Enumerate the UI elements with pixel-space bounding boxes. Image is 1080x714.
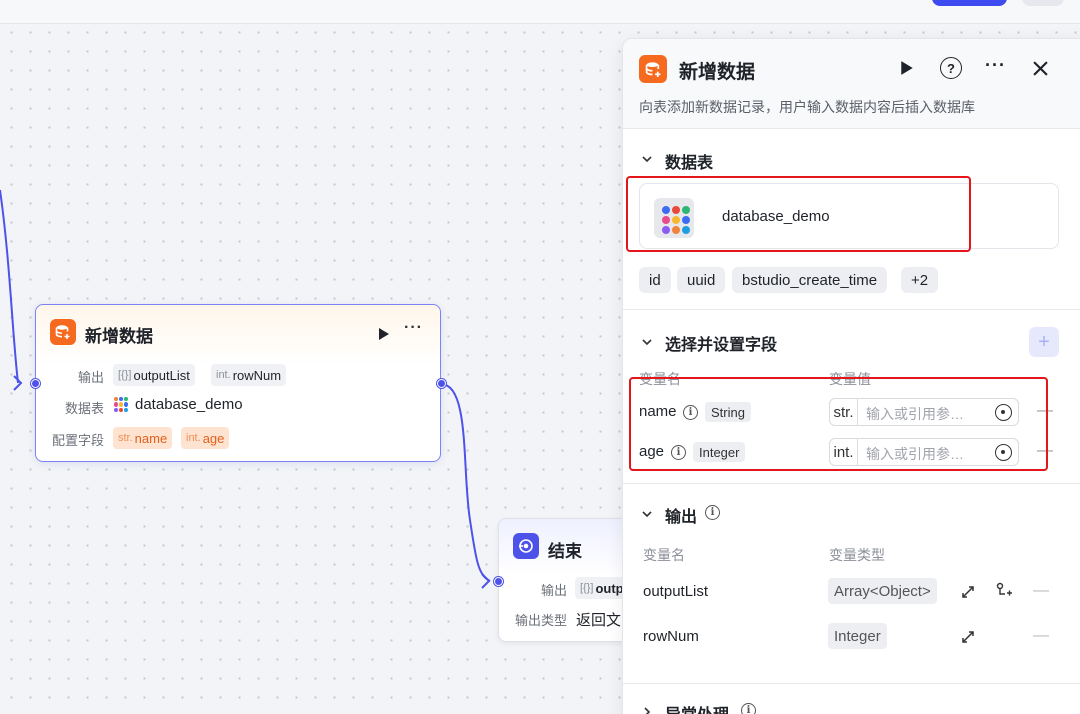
database-thumb-icon [654,198,694,238]
info-icon[interactable]: i [705,505,720,520]
end-node-title: 结束 [548,542,582,561]
end-node-input-handle[interactable] [494,577,503,586]
end-output-label: 输出 [540,583,567,598]
output-chip-rownum: int.rowNum [211,364,287,386]
field-chip-name: str.name [113,427,173,449]
variable-picker-icon[interactable] [995,444,1012,461]
database-add-icon [639,55,667,83]
info-icon[interactable]: i [683,405,698,420]
col-output-type: 变量类型 [829,547,885,563]
expand-icon[interactable] [961,585,975,599]
insert-node-output-handle[interactable] [437,379,446,388]
value-placeholder: 输入或引用参… [866,406,964,422]
output-section-title: 输出 [665,509,698,526]
info-icon[interactable]: i [741,703,756,714]
field-name-age: age [639,443,665,460]
remove-output-button[interactable]: — [1033,627,1049,644]
edge-incoming [0,189,19,384]
table-label: 数据表 [64,401,104,416]
panel-description: 向表添加新数据记录，用户输入数据内容后插入数据库 [639,99,975,115]
field-value-input-age[interactable]: int. 输入或引用参… [829,438,1019,466]
info-icon[interactable]: i [671,445,686,460]
col-variable-value: 变量值 [829,371,871,387]
end-output-type-value: 返回文 [576,612,622,629]
insert-node-input-handle[interactable] [31,379,40,388]
edge-insert-to-end [440,383,491,582]
top-toolbar [0,0,1080,24]
remove-field-button[interactable]: — [1037,402,1053,419]
table-section-title: 数据表 [665,155,714,172]
toolbar-more-button[interactable] [1022,0,1064,6]
more-icon[interactable]: ··· [985,55,1006,75]
end-node-icon [513,533,539,559]
panel-header: 新增数据 ? ··· 向表添加新数据记录，用户输入数据内容后插入数据库 [623,39,1080,129]
run-icon[interactable] [899,60,915,76]
field-tag-uuid: uuid [677,267,726,293]
add-field-button[interactable]: + [1029,327,1059,357]
field-type-tag: Integer [693,442,746,462]
output-type-tag: Integer [828,623,887,649]
node-title: 新增数据 [85,327,153,346]
highlight-database-card [626,176,971,252]
run-icon[interactable] [377,327,391,341]
field-value-input-name[interactable]: str. 输入或引用参… [829,398,1019,426]
panel-title: 新增数据 [679,62,756,83]
database-card[interactable]: database_demo [639,183,1059,249]
divider [623,683,1080,684]
fields-section-title: 选择并设置字段 [665,337,778,354]
publish-button[interactable] [932,0,1007,6]
value-type-prefix[interactable]: int. [830,439,858,465]
end-output-type-label: 输出类型 [514,613,567,628]
database-add-icon [50,319,76,345]
expand-icon[interactable] [961,630,975,644]
end-output-chip: [{}]outp [575,577,635,599]
remove-output-button[interactable]: — [1033,582,1049,599]
field-tag-id: id [639,267,671,293]
field-tag-more[interactable]: +2 [901,267,939,293]
output-name-rownum: rowNum [643,628,699,645]
variable-picker-icon[interactable] [995,404,1012,421]
output-label: 输出 [77,370,104,385]
add-sub-field-icon[interactable] [995,582,1013,600]
field-chip-age: int.age [181,427,230,449]
close-icon[interactable] [1033,61,1048,76]
database-name: database_demo [722,208,830,225]
chevron-down-icon[interactable] [641,508,653,520]
field-tag-create-time: bstudio_create_time [732,267,888,293]
divider [623,309,1080,310]
output-type-tag: Array<Object> [828,578,937,604]
output-chip-outputlist: [{}]outputList [113,364,195,386]
end-node[interactable]: 结束 输出 [{}]outp 输出类型 返回文 [498,518,638,642]
col-output-name: 变量名 [643,547,685,563]
col-variable-name: 变量名 [639,371,681,387]
exception-section-title: 异常处理 [665,701,729,714]
edge-arrow-incoming [13,375,23,391]
insert-data-node[interactable]: 新增数据 ··· 输出 [{}]outputList int.rowNum 数据… [35,304,441,462]
help-icon[interactable]: ? [940,57,962,79]
node-config-panel: 新增数据 ? ··· 向表添加新数据记录，用户输入数据内容后插入数据库 数据表 … [622,38,1080,714]
field-type-tag: String [705,402,751,422]
table-name: database_demo [135,396,243,413]
highlight-field-rows [629,377,1048,471]
edge-arrow-end [481,573,491,589]
divider [623,483,1080,484]
field-name-name: name [639,403,677,420]
more-icon[interactable]: ··· [404,319,423,336]
table-thumb-icon [114,397,129,412]
chevron-down-icon[interactable] [641,153,653,165]
remove-field-button[interactable]: — [1037,442,1053,459]
value-placeholder: 输入或引用参… [866,446,964,462]
output-name-outputlist: outputList [643,583,709,600]
chevron-down-icon[interactable] [641,336,653,348]
fields-label: 配置字段 [51,433,104,448]
value-type-prefix[interactable]: str. [830,399,858,425]
chevron-right-icon[interactable] [641,706,653,714]
